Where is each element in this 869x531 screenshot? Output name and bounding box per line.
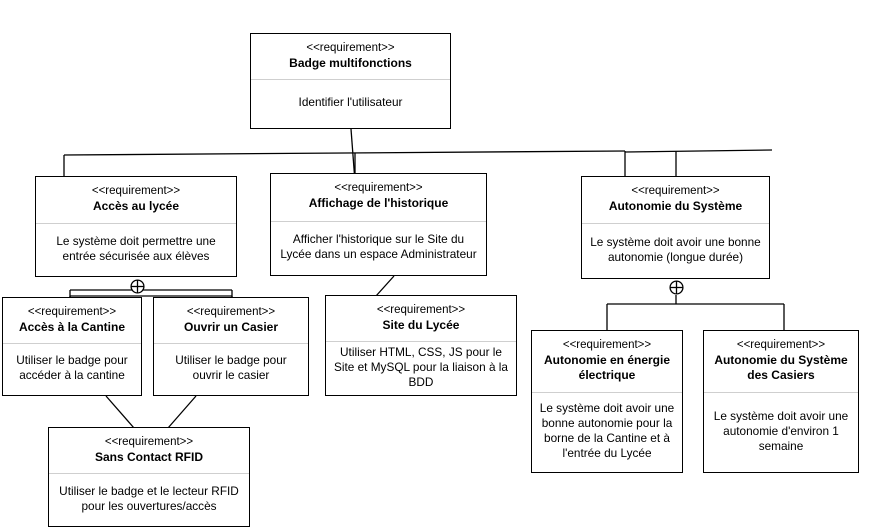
requirement-box-acces-au-lycee[interactable]: <<requirement>> Accès au lycée Le systèm… [35,176,237,277]
requirement-body: Utiliser HTML, CSS, JS pour le Site et M… [326,342,516,396]
requirement-header: <<requirement>> Affichage de l'historiqu… [271,174,486,222]
requirement-stereotype: <<requirement>> [562,339,652,351]
requirement-body: Afficher l'historique sur le Site du Lyc… [271,222,486,275]
requirement-stereotype: <<requirement>> [376,304,466,316]
requirement-body: Le système doit avoir une autonomie d'en… [704,393,858,472]
requirement-stereotype: <<requirement>> [91,185,181,197]
requirement-stereotype: <<requirement>> [306,42,395,54]
requirement-box-autonomie-du-systeme[interactable]: <<requirement>> Autonomie du Système Le … [581,176,770,279]
requirement-box-autonomie-du-systeme-des-casiers[interactable]: <<requirement>> Autonomie du Système des… [703,330,859,473]
connector-affichage-to-site [375,275,395,297]
requirement-stereotype: <<requirement>> [736,339,826,351]
requirement-body: Le système doit avoir une bonne autonomi… [532,393,682,472]
requirement-header: <<requirement>> Autonomie du Système des… [704,331,858,393]
requirement-text: Le système doit avoir une bonne autonomi… [590,234,761,264]
requirement-box-badge-multifonctions[interactable]: <<requirement>> Badge multifonctions Ide… [250,33,451,129]
requirement-body: Utiliser le badge pour accéder à la cant… [3,344,141,395]
requirement-title: Ouvrir un Casier [183,320,279,334]
requirement-title: Accès à la Cantine [18,320,126,334]
containment-crosshair-icon [668,279,684,295]
requirement-text: Utiliser le badge et le lecteur RFID pou… [59,483,239,513]
connector-bus-to-autonomie [624,149,773,153]
requirement-stereotype: <<requirement>> [27,306,117,318]
requirement-body: Le système doit avoir une bonne autonomi… [582,224,769,278]
requirement-text: Utiliser le badge pour accéder à la cant… [16,353,128,382]
requirement-box-sans-contact-rfid[interactable]: <<requirement>> Sans Contact RFID Utilis… [48,427,250,527]
requirement-stereotype: <<requirement>> [186,306,276,318]
requirement-title: Site du Lycée [382,318,460,332]
requirement-title: Autonomie du Système des Casiers [714,353,848,382]
requirement-stereotype: <<requirement>> [631,185,720,197]
requirement-title: Badge multifonctions [289,56,412,70]
connector-cantine-to-rfid [105,395,135,429]
requirement-text: Utiliser HTML, CSS, JS pour le Site et M… [334,345,508,389]
requirement-text: Le système doit avoir une bonne autonomi… [539,401,675,460]
requirement-body: Identifier l'utilisateur [251,80,450,128]
connector-top-bus [63,150,626,156]
requirement-box-affichage-de-lhistorique[interactable]: <<requirement>> Affichage de l'historiqu… [270,173,487,276]
requirement-title: Affichage de l'historique [308,196,449,210]
requirement-box-acces-a-la-cantine[interactable]: <<requirement>> Accès à la Cantine Utili… [2,297,142,396]
connector-casier-to-rfid [167,395,197,429]
requirement-header: <<requirement>> Accès à la Cantine [3,298,141,344]
requirement-box-ouvrir-un-casier[interactable]: <<requirement>> Ouvrir un Casier Utilise… [153,297,309,396]
requirement-stereotype: <<requirement>> [104,436,194,448]
requirement-stereotype: <<requirement>> [334,182,423,194]
requirement-text: Identifier l'utilisateur [298,95,403,109]
requirement-header: <<requirement>> Autonomie en énergie éle… [532,331,682,393]
requirement-header: <<requirement>> Ouvrir un Casier [154,298,308,344]
requirement-text: Le système doit avoir une autonomie d'en… [713,408,849,453]
requirement-header: <<requirement>> Site du Lycée [326,296,516,342]
requirement-text: Le système doit permettre une entrée séc… [56,233,216,263]
requirement-text: Utiliser le badge pour ouvrir le casier [175,353,287,382]
requirement-body: Le système doit permettre une entrée séc… [36,224,236,276]
requirement-header: <<requirement>> Badge multifonctions [251,34,450,80]
requirement-title: Sans Contact RFID [94,450,203,464]
requirement-header: <<requirement>> Sans Contact RFID [49,428,249,474]
requirement-header: <<requirement>> Accès au lycée [36,177,236,224]
containment-crosshair-icon [129,278,145,294]
requirement-body: Utiliser le badge et le lecteur RFID pou… [49,474,249,526]
requirement-text: Afficher l'historique sur le Site du Lyc… [280,232,477,261]
requirement-title: Accès au lycée [92,199,180,213]
requirement-title: Autonomie du Système [608,199,743,213]
requirement-box-autonomie-en-energie-electrique[interactable]: <<requirement>> Autonomie en énergie éle… [531,330,683,473]
requirement-header: <<requirement>> Autonomie du Système [582,177,769,224]
requirement-title: Autonomie en énergie électrique [543,353,671,382]
requirement-box-site-du-lycee[interactable]: <<requirement>> Site du Lycée Utiliser H… [325,295,517,396]
requirement-body: Utiliser le badge pour ouvrir le casier [154,344,308,395]
